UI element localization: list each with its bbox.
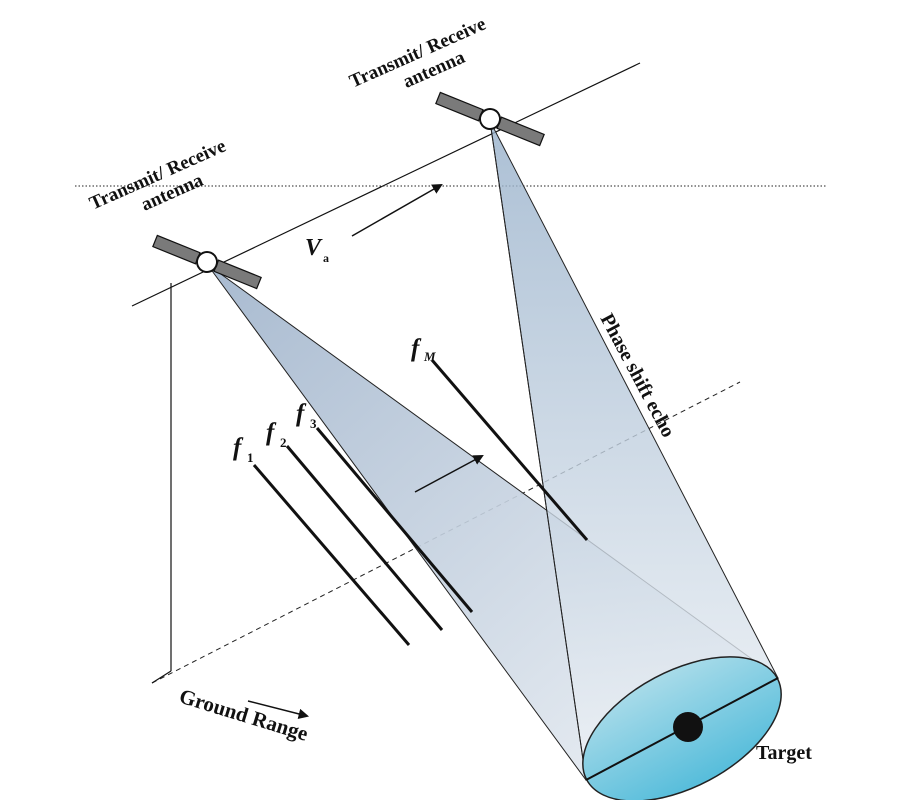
freq-sub-fm: M [423, 349, 436, 364]
freq-sub-f1: 1 [247, 450, 254, 465]
velocity-label: V [305, 235, 323, 261]
target-point [673, 712, 703, 742]
wavefront-f3 [315, 427, 474, 613]
freq-sub-f3: 3 [310, 416, 317, 431]
target-label: Target [756, 742, 812, 764]
ground-range-arrow [247, 700, 310, 720]
freq-sub-f2: 2 [280, 435, 287, 450]
ground-base-line [151, 670, 172, 684]
velocity-arrow [351, 183, 443, 237]
velocity-subscript: a [323, 251, 329, 265]
freq-label-f2: f [266, 419, 277, 446]
wavefront-f1 [252, 464, 411, 646]
propagation-arrow [414, 455, 484, 493]
freq-label-f1: f [233, 434, 244, 461]
freq-label-f3: f [296, 400, 307, 427]
wavefront-f2 [285, 445, 444, 631]
right-satellite-icon [435, 91, 545, 147]
right-beam-inner-edge [489, 120, 587, 781]
left-satellite-icon [152, 234, 262, 290]
wavefront-fm [430, 359, 589, 541]
freq-label-fm: f [411, 335, 422, 362]
ground-range-label: Ground Range [177, 684, 311, 746]
